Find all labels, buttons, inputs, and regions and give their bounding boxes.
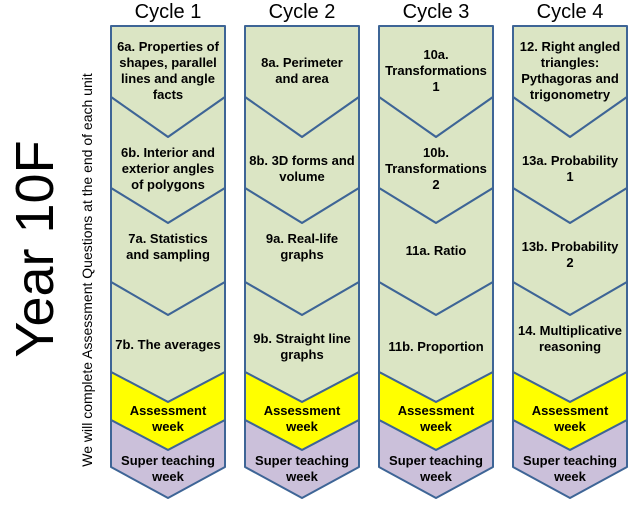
assessment-week-label: Assessment week <box>531 403 609 434</box>
unit-label: 12. Right angled triangles: Pythagoras a… <box>519 39 621 102</box>
chevron-stack <box>512 25 628 499</box>
cycle-column-4: Cycle 4 12. Right angled triangles: Pyth… <box>512 0 628 505</box>
unit-label: 7b. The averages <box>115 337 221 352</box>
cycle-column-1: Cycle 1 6a. Properties of shapes, parall… <box>110 0 226 505</box>
unit-label: 10a. Transformations 1 <box>385 47 487 94</box>
cycle-title: Cycle 1 <box>134 1 202 23</box>
cycle-title: Cycle 2 <box>268 1 336 23</box>
year-group-label: Year 10F <box>5 140 65 358</box>
super-teaching-week-label: Super teaching week <box>255 453 349 484</box>
assessment-week-label: Assessment week <box>397 403 475 434</box>
unit-label: 8b. 3D forms and volume <box>249 153 355 184</box>
unit-label: 11a. Ratio <box>405 243 467 258</box>
cycle-column-3: Cycle 3 10a. Transformations 1 10b. Tran… <box>378 0 494 505</box>
super-teaching-chevron <box>244 419 360 499</box>
unit-label: 11b. Proportion <box>388 339 484 354</box>
assessment-note: We will complete Assessment Questions at… <box>79 73 95 467</box>
chevron-stack <box>110 25 226 499</box>
super-teaching-week-label: Super teaching week <box>389 453 483 484</box>
unit-label: 9a. Real-life graphs <box>265 231 339 262</box>
super-teaching-week-label: Super teaching week <box>523 453 617 484</box>
unit-label: 6b. Interior and exterior angles of poly… <box>121 145 215 192</box>
chevron-stack <box>244 25 360 499</box>
chevron-stack <box>378 25 494 499</box>
super-teaching-chevron <box>378 419 494 499</box>
assessment-week-label: Assessment week <box>129 403 207 434</box>
unit-label: 13a. Probability 1 <box>521 153 619 184</box>
super-teaching-week-label: Super teaching week <box>121 453 215 484</box>
unit-label: 6a. Properties of shapes, parallel lines… <box>117 39 219 102</box>
assessment-week-label: Assessment week <box>263 403 341 434</box>
cycle-column-2: Cycle 2 8a. Perimeter and area 8b. 3D fo… <box>244 0 360 505</box>
unit-label: 13b. Probability 2 <box>521 239 619 270</box>
cycle-title: Cycle 4 <box>536 1 604 23</box>
cycle-title: Cycle 3 <box>402 1 470 23</box>
unit-label: 7a. Statistics and sampling <box>126 231 210 262</box>
unit-label: 8a. Perimeter and area <box>261 55 343 86</box>
unit-label: 9b. Straight line graphs <box>253 331 351 362</box>
unit-label: 14. Multiplicative reasoning <box>517 323 623 354</box>
unit-label: 10b. Transformations 2 <box>385 145 487 192</box>
super-teaching-chevron <box>512 419 628 499</box>
super-teaching-chevron <box>110 419 226 499</box>
